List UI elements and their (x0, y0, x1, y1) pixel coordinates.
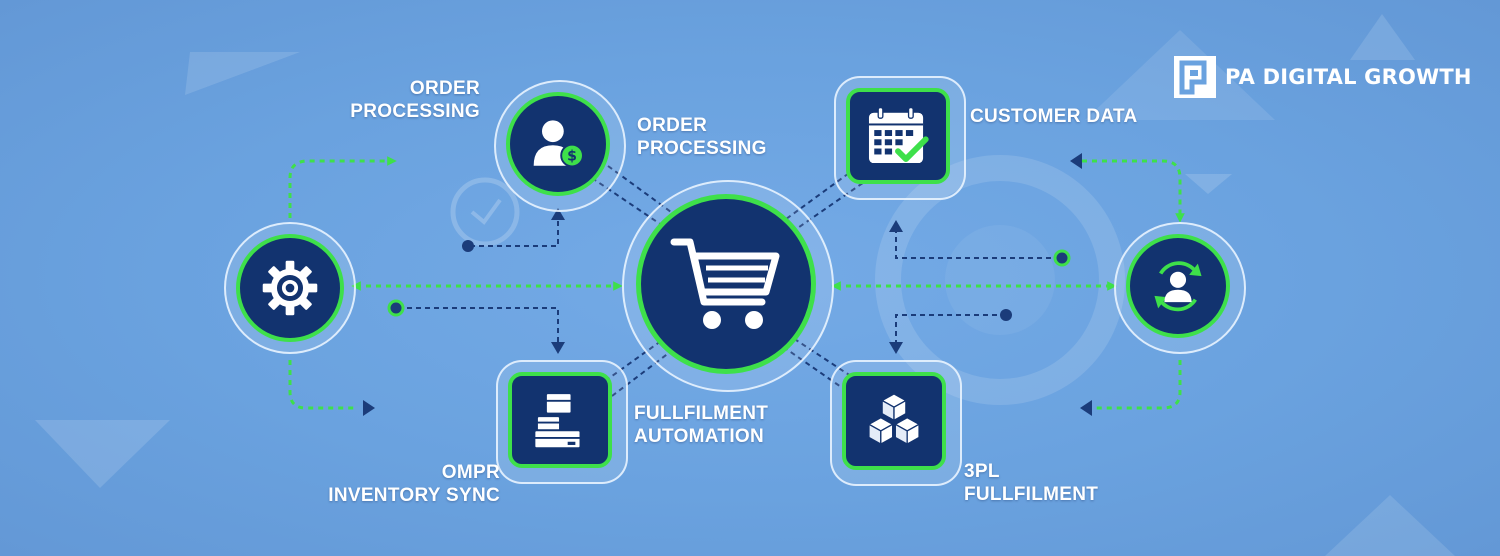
third-party-fulfilment-label: 3PL FULLFILMENT (964, 461, 1099, 505)
svg-text:$: $ (567, 149, 577, 165)
bg-disc (945, 225, 1055, 335)
gear-bottom-connector (288, 360, 356, 410)
connector-dot (1000, 309, 1012, 321)
order-processing-label-left: ORDER PROCESSING (350, 78, 480, 122)
gear-top-connector (288, 156, 397, 218)
arrow-left (1070, 153, 1082, 169)
calendar-check-icon (868, 106, 929, 164)
pa-logo-icon (1174, 56, 1216, 98)
bg-check-icon (470, 198, 502, 225)
gear-icon (262, 260, 318, 316)
connector-dots (387, 240, 1071, 321)
cubes-icon (868, 393, 920, 445)
green-connectors (288, 156, 1185, 410)
order-dot-connector (470, 212, 559, 247)
user-sync-icon (1154, 261, 1202, 312)
sync-bottom-connector (1094, 360, 1182, 410)
sync-top-connector (1082, 159, 1185, 223)
order-processing-label-right: ORDER PROCESSING (637, 115, 767, 159)
hub-inventory-link (597, 335, 679, 397)
customer-sync-face (1126, 234, 1230, 338)
bg-triangle (1325, 495, 1455, 556)
bg-ring (875, 155, 1125, 405)
brand-name: PA DIGITAL GROWTH (1225, 65, 1472, 89)
connector-dot (462, 240, 474, 252)
arrow-down (551, 342, 565, 354)
arrow-right (363, 400, 375, 416)
bg-triangle (185, 52, 300, 95)
connector-dot (387, 299, 405, 317)
customer-dot-connector (895, 226, 1060, 259)
shopping-cart-icon (670, 238, 780, 329)
arrow-up (889, 220, 903, 232)
inventory-sync-label: OMPR INVENTORY SYNC (328, 462, 500, 506)
bg-triangle (1185, 174, 1232, 194)
order-processing-face: $ (506, 92, 610, 196)
inventory-sync-face (508, 372, 612, 468)
bg-triangle (1350, 14, 1415, 60)
gear-node-face (236, 234, 344, 342)
connector-dot (1053, 249, 1071, 267)
boxes-icon (533, 392, 582, 450)
customer-data-label: CUSTOMER DATA (970, 106, 1138, 127)
fulfilment-automation-label: FULLFILMENT AUTOMATION (634, 403, 769, 447)
navy-arrowheads (363, 153, 1092, 416)
inventory-dot-connector (398, 307, 559, 346)
hub-face (636, 194, 816, 374)
3pl-dot-connector (895, 314, 1006, 346)
customer-data-face (846, 88, 950, 184)
arrow-left (1080, 400, 1092, 416)
third-party-fulfilment-face (842, 372, 946, 470)
bg-triangle (35, 420, 170, 488)
arrow-down (889, 342, 903, 354)
bg-clock-icon (450, 177, 520, 247)
user-dollar-icon: $ (533, 120, 584, 168)
arrow-up (551, 208, 565, 220)
brand: PA DIGITAL GROWTH (1174, 56, 1472, 98)
